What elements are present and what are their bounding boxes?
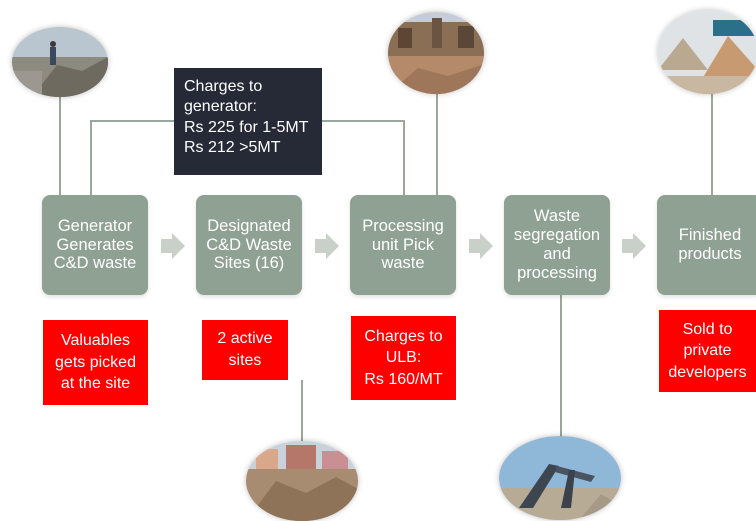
photo-processing-site (388, 12, 484, 94)
note-sold-developers: Sold to private developers (659, 310, 756, 392)
step-designated-sites: Designated C&D Waste Sites (16) (196, 195, 302, 295)
note-valuables: Valuables gets picked at the site (43, 320, 148, 405)
arrow-right-icon (622, 233, 646, 259)
photo-designated-site (246, 441, 358, 521)
step-generator: Generator Generates C&D waste (42, 195, 148, 295)
arrow-right-icon (161, 233, 185, 259)
photo-roadside-waste (12, 27, 108, 97)
step-finished-products: Finished products (657, 195, 756, 295)
charges-to-generator-box: Charges to generator: Rs 225 for 1-5MT R… (174, 68, 322, 175)
photo-screening-machine (499, 436, 621, 520)
step-processing-unit: Processing unit Pick waste (350, 195, 456, 295)
note-active-sites: 2 active sites (202, 320, 288, 380)
arrow-right-icon (315, 233, 339, 259)
photo-finished-products (658, 10, 756, 94)
step-segregation: Waste segregation and processing (504, 195, 610, 295)
note-charges-ulb: Charges to ULB: Rs 160/MT (351, 316, 456, 400)
arrow-right-icon (469, 233, 493, 259)
